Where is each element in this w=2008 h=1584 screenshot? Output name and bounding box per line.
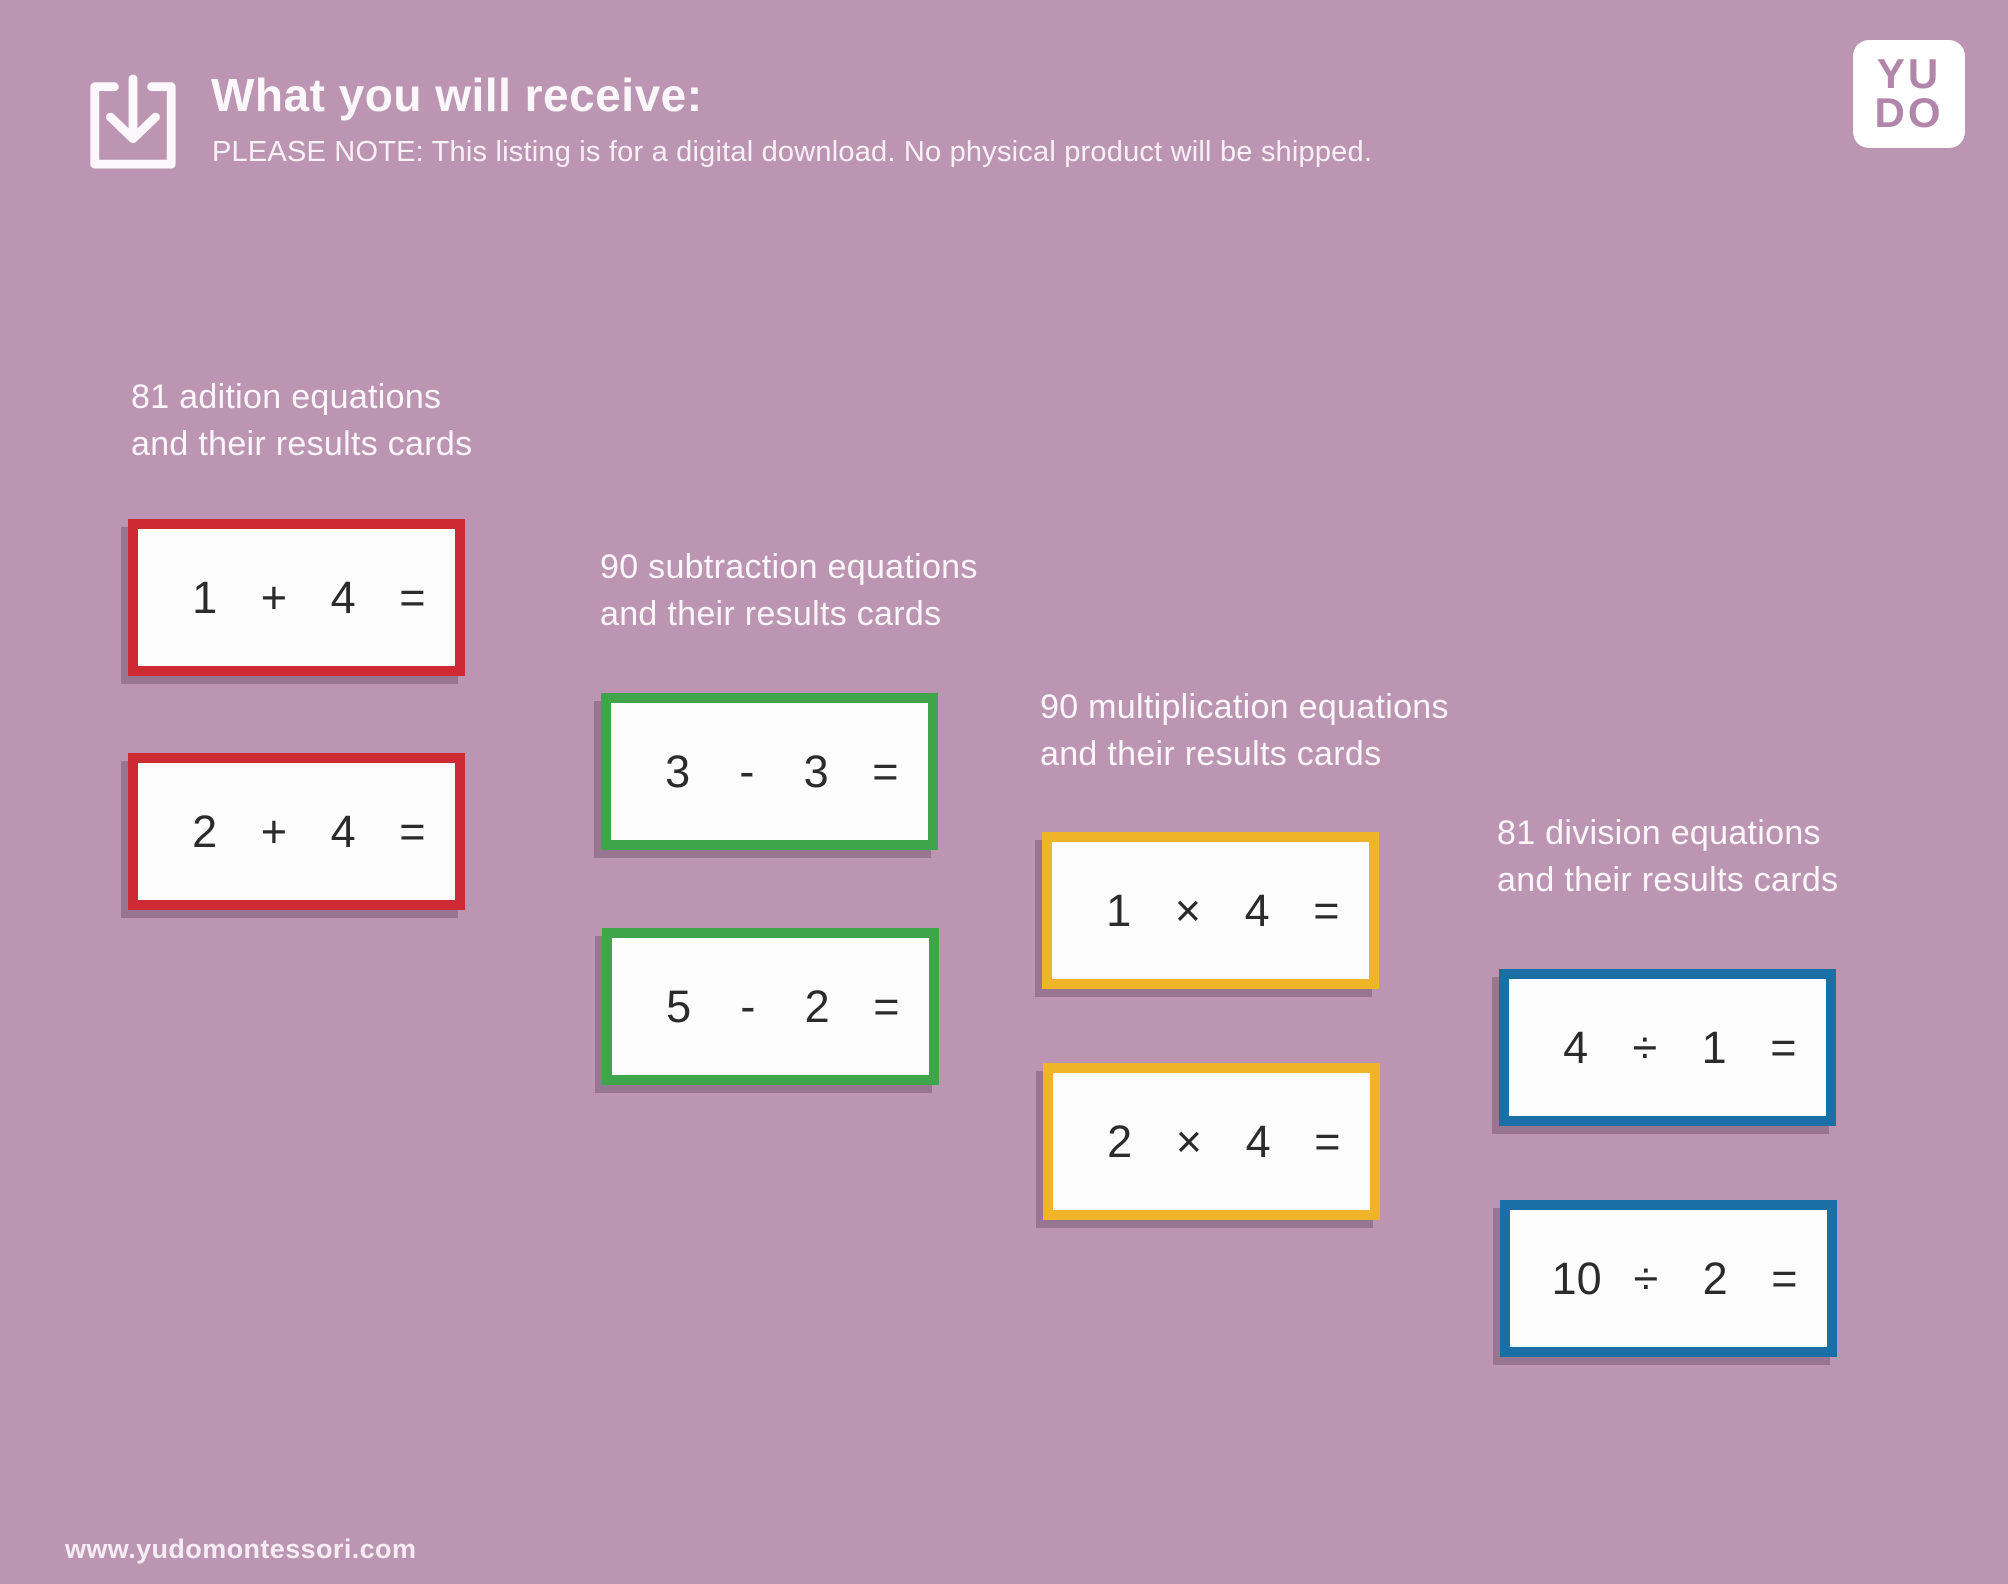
equation-operand: 5	[666, 980, 692, 1032]
logo-line-1: YU	[1876, 50, 1942, 98]
equation-operator: +	[260, 805, 288, 857]
page-note: PLEASE NOTE: This listing is for a digit…	[212, 136, 1373, 168]
section-label-line: and their results cards	[131, 425, 473, 463]
equation-equals: =	[399, 571, 426, 623]
equation-equals: =	[1771, 1252, 1798, 1304]
download-icon	[90, 74, 176, 169]
section-label-line: 81 adition equations	[131, 378, 442, 416]
section-label-line: and their results cards	[1497, 861, 1839, 899]
equation-operator: -	[739, 745, 755, 797]
equation-operand: 2	[1702, 1252, 1728, 1304]
equation-operator: ÷	[1633, 1252, 1659, 1304]
equation-operand: 1	[1106, 884, 1132, 936]
equation-operand: 3	[803, 745, 829, 797]
equation-equals: =	[1313, 884, 1340, 936]
equation-card-subtraction-1: 3 - 3 =	[601, 693, 938, 850]
equation-card-division-1: 4 ÷ 1 =	[1499, 969, 1836, 1126]
equation-operand: 2	[804, 980, 830, 1032]
section-label-addition: 81 adition equations and their results c…	[131, 374, 472, 468]
logo-line-2: DO	[1874, 89, 1944, 136]
equation-equals: =	[1770, 1021, 1797, 1073]
section-label-subtraction: 90 subtraction equations and their resul…	[600, 544, 978, 638]
equation-operator: +	[260, 571, 288, 623]
equation-operand: 2	[1107, 1115, 1133, 1167]
equation-equals: =	[873, 980, 900, 1032]
equation-card-multiplication-1: 1 × 4 =	[1042, 832, 1379, 989]
equation-operand: 10	[1551, 1252, 1602, 1304]
equation-operator: ÷	[1632, 1021, 1658, 1073]
equation-equals: =	[1314, 1115, 1341, 1167]
equation-equals: =	[872, 745, 899, 797]
equation-card-subtraction-2: 5 - 2 =	[602, 928, 939, 1085]
equation-operand: 1	[192, 571, 218, 623]
equation-operand: 1	[1701, 1021, 1727, 1073]
section-label-division: 81 division equations and their results …	[1497, 810, 1838, 904]
equation-card-multiplication-2: 2 × 4 =	[1043, 1063, 1380, 1220]
page-title: What you will receive:	[211, 69, 703, 121]
equation-equals: =	[399, 805, 426, 857]
section-label-line: 90 subtraction equations	[600, 548, 978, 586]
equation-card-addition-1: 1 + 4 =	[128, 519, 465, 676]
section-label-line: and their results cards	[600, 595, 942, 633]
section-label-line: 90 multiplication equations	[1040, 688, 1449, 726]
equation-operand: 2	[192, 805, 218, 857]
equation-operand: 4	[1244, 884, 1270, 936]
equation-operand: 4	[1563, 1021, 1589, 1073]
equation-operator: -	[740, 980, 756, 1032]
equation-card-addition-2: 2 + 4 =	[128, 753, 465, 910]
equation-operator: ×	[1175, 1115, 1203, 1167]
equation-operator: ×	[1174, 884, 1202, 936]
equation-operand: 4	[1245, 1115, 1271, 1167]
section-label-line: 81 division equations	[1497, 814, 1821, 852]
equation-operand: 4	[330, 571, 356, 623]
equation-operand: 4	[330, 805, 356, 857]
equation-card-division-2: 10 ÷ 2 =	[1500, 1200, 1837, 1357]
yudo-logo: YU DO	[1853, 40, 1965, 148]
website-url: www.yudomontessori.com	[65, 1534, 417, 1564]
equation-operand: 3	[665, 745, 691, 797]
section-label-multiplication: 90 multiplication equations and their re…	[1040, 684, 1449, 778]
section-label-line: and their results cards	[1040, 735, 1382, 773]
